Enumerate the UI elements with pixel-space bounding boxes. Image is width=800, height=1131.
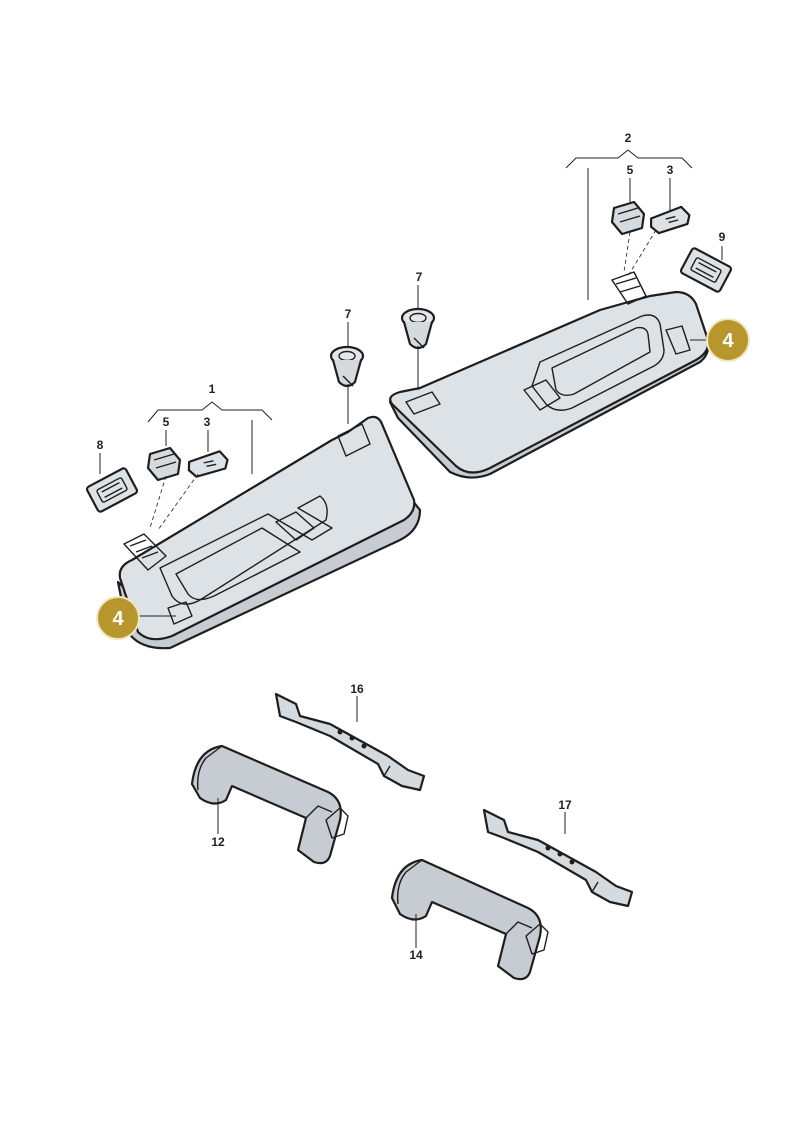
sun-visor-right-mirror-frame (531, 314, 665, 411)
sun-visor-left-clip-slot (337, 423, 371, 457)
sun-visor-left-hinge (123, 533, 167, 571)
label-bracket-right: 5 (627, 163, 634, 177)
sun-visor-left-face (118, 415, 416, 641)
sun-visor-right-clip-slot (405, 391, 441, 415)
holder-right[interactable] (400, 307, 436, 350)
label-bracket-left: 5 (163, 415, 170, 429)
sun-visor-left-part-4[interactable] (167, 601, 193, 625)
label-holder-right: 7 (416, 270, 423, 284)
sun-visor-right-hinge-detail (615, 277, 641, 293)
label-grab-handle-right: 14 (409, 948, 423, 962)
label-handle-bracket-left: 16 (350, 682, 364, 696)
sun-visor-left-mirror (175, 527, 301, 601)
handle-bracket-right[interactable] (482, 808, 634, 908)
sun-visor-right-face (389, 290, 710, 474)
cover-left[interactable] (186, 450, 229, 478)
sun-visor-left-notch (275, 511, 315, 541)
label-sun-visor-left: 1 (209, 382, 216, 396)
label-mount-left: 8 (97, 438, 104, 452)
label-cover-right: 3 (667, 163, 674, 177)
sun-visor-right-hinge (611, 271, 647, 305)
leader-lines (99, 149, 723, 948)
label-grab-handle-left: 12 (211, 835, 225, 849)
callout-right-text: 4 (722, 330, 734, 352)
holder-left[interactable] (329, 345, 365, 388)
mount-plate-left[interactable] (85, 467, 139, 513)
callout-left-text: 4 (112, 608, 124, 630)
sun-visor-right-notch (523, 379, 561, 411)
sun-visor-right-mirror (551, 326, 651, 397)
cover-right[interactable] (648, 205, 692, 235)
grab-handle-right[interactable] (390, 858, 549, 981)
sun-visor-right-part-4[interactable] (665, 325, 691, 355)
handle-bracket-left[interactable] (274, 692, 426, 792)
callout-left[interactable]: 4 (96, 596, 140, 640)
label-holder-left: 7 (345, 307, 352, 321)
grab-handle-left[interactable] (190, 744, 349, 865)
mount-plate-right[interactable] (679, 247, 733, 293)
label-cover-left: 3 (204, 415, 211, 429)
sun-visor-right[interactable] (388, 271, 710, 479)
label-handle-bracket-right: 17 (558, 798, 572, 812)
label-mount-right: 9 (719, 230, 726, 244)
sun-visor-left-mirror-frame (159, 495, 333, 605)
bracket-left[interactable] (146, 446, 182, 482)
label-sun-visor-right: 2 (625, 131, 632, 145)
bracket-right[interactable] (610, 200, 646, 236)
part-labels: 1 2 5 3 5 3 7 7 8 9 12 14 16 17 (97, 131, 726, 962)
callout-right[interactable]: 4 (706, 318, 750, 362)
sun-visor-left-hinge-detail (129, 539, 159, 559)
sun-visor-left[interactable] (116, 415, 422, 650)
